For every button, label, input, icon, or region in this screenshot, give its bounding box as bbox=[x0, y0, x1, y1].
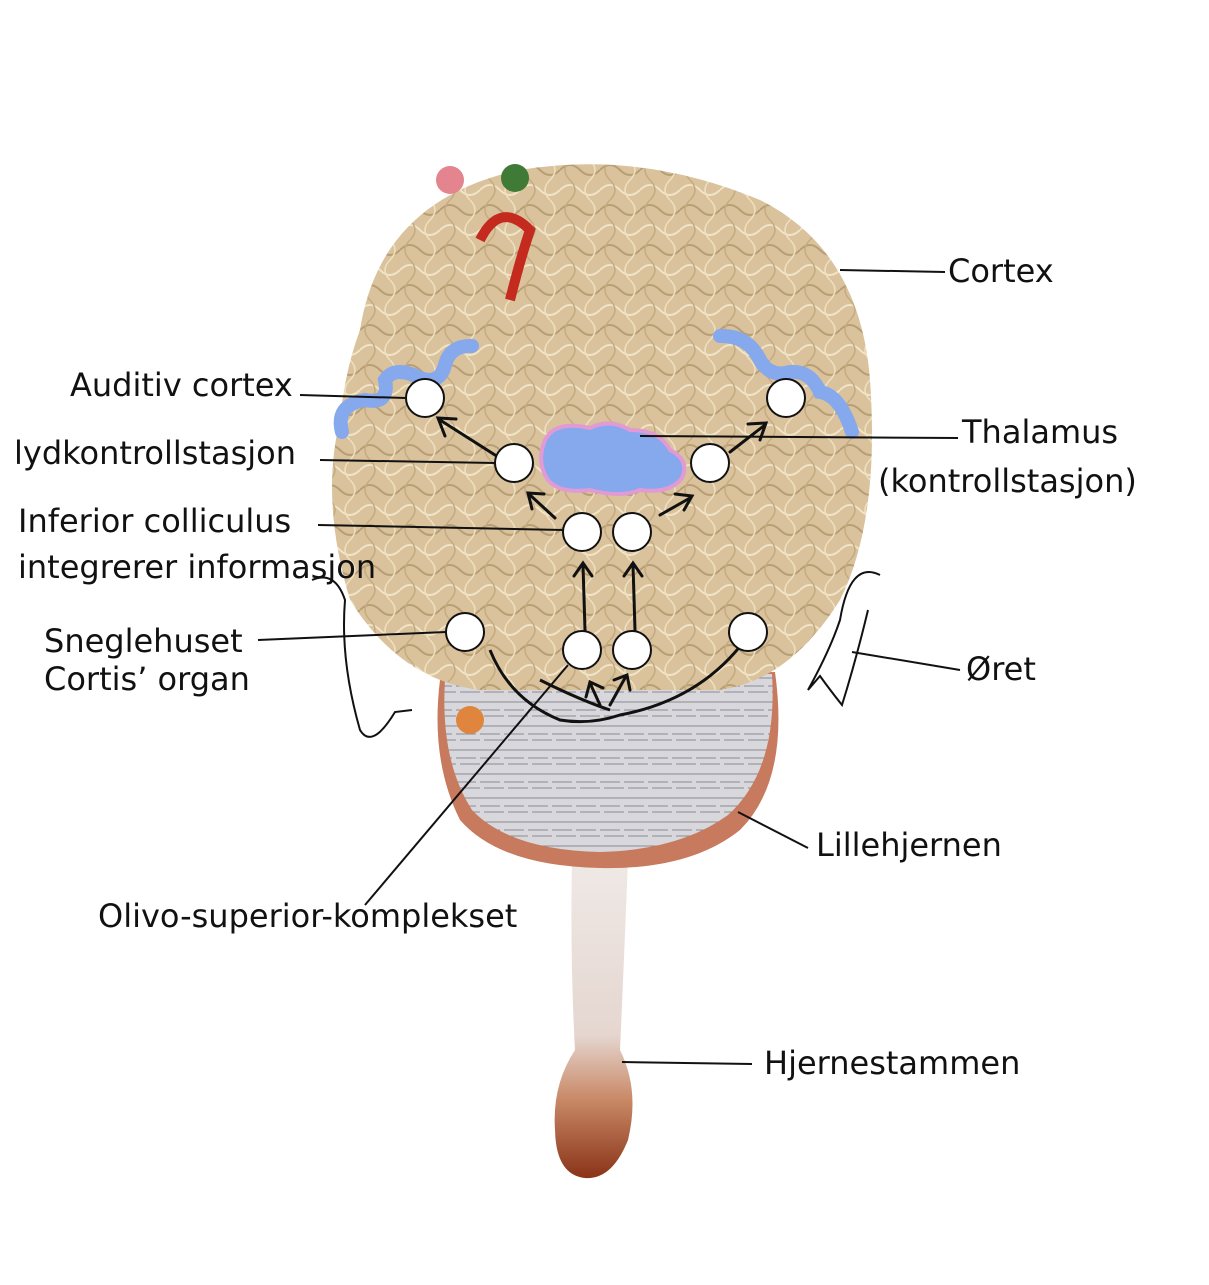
label-olivo-superior: Olivo-superior-komplekset bbox=[98, 897, 517, 935]
label-cortis-organ: Cortis’ organ bbox=[44, 660, 250, 698]
node-auditory-cortex-right bbox=[767, 379, 805, 417]
node-inferior-colliculus-right bbox=[613, 513, 651, 551]
label-lillehjernen: Lillehjernen bbox=[816, 826, 1002, 864]
label-inferior-colliculus-sub: integrerer informasjon bbox=[18, 548, 376, 586]
node-cochlea-right bbox=[729, 613, 767, 651]
brainstem-shape bbox=[555, 860, 633, 1178]
label-thalamus: Thalamus bbox=[962, 413, 1118, 451]
label-inferior-colliculus: Inferior colliculus bbox=[18, 502, 291, 540]
node-olivo-left bbox=[563, 631, 601, 669]
label-thalamus-sub: (kontrollstasjon) bbox=[878, 462, 1137, 500]
label-auditiv-cortex: Auditiv cortex bbox=[70, 366, 293, 404]
node-thalamus-right bbox=[691, 444, 729, 482]
node-thalamus-left bbox=[495, 444, 533, 482]
node-cochlea-left bbox=[446, 613, 484, 651]
label-sneglehuset: Sneglehuset bbox=[44, 622, 243, 660]
cerebellum-shape bbox=[438, 672, 779, 868]
node-olivo-right bbox=[613, 631, 651, 669]
label-lydkontrollstasjon: lydkontrollstasjon bbox=[14, 434, 296, 472]
node-inferior-colliculus-left bbox=[563, 513, 601, 551]
label-oret: Øret bbox=[966, 650, 1036, 688]
label-cortex: Cortex bbox=[948, 252, 1054, 290]
node-auditory-cortex-left bbox=[406, 379, 444, 417]
label-hjernestammen: Hjernestammen bbox=[764, 1044, 1020, 1082]
